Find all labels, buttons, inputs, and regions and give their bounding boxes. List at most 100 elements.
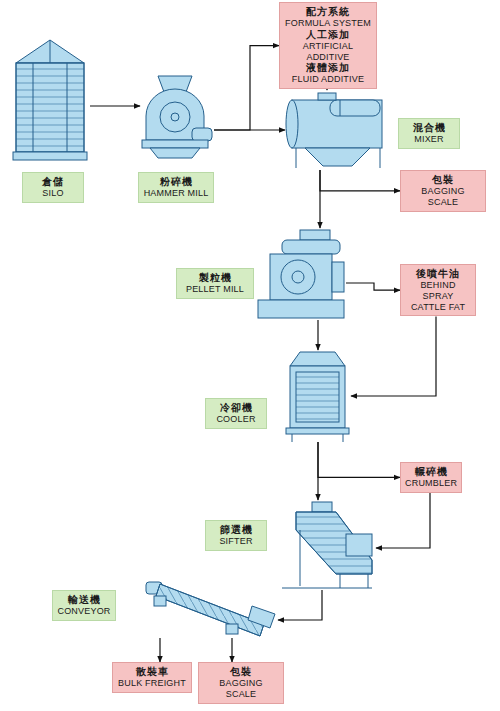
sifter-drawing xyxy=(340,574,341,588)
hammer-mill-drawing xyxy=(142,140,208,148)
pellet-mill-drawing xyxy=(258,300,344,318)
conveyor-drawing xyxy=(226,624,238,634)
chinese-label: 輾碎機 xyxy=(405,466,457,478)
chinese-label: 包裝 xyxy=(405,174,481,186)
english-label: FLUID ADDITIVE xyxy=(284,74,372,85)
mixer-drawing xyxy=(292,100,382,148)
hammer-mill-drawing xyxy=(192,128,212,141)
english-label: COOLER xyxy=(210,414,262,425)
cooler-drawing xyxy=(292,434,293,442)
chinese-label: 篩選機 xyxy=(210,524,262,536)
english-label: BULK FREIGHT xyxy=(117,678,187,689)
silo-drawing xyxy=(16,63,84,152)
flow-arrow xyxy=(90,105,140,106)
silo-drawing xyxy=(33,63,34,152)
hammer-mill-drawing xyxy=(150,148,200,158)
chinese-label: 人工添加 xyxy=(284,29,372,41)
bulk-freight-box: 散裝車BULK FREIGHT xyxy=(112,662,192,693)
silo-drawing xyxy=(50,40,51,63)
silo-drawing xyxy=(13,152,87,160)
flow-arrow xyxy=(351,316,436,396)
cooler-drawing xyxy=(290,366,345,428)
mixer-drawing xyxy=(340,100,341,116)
english-label: HAMMER MILL xyxy=(143,188,209,199)
pellet-mill-drawing xyxy=(292,271,304,283)
mixer-drawing xyxy=(305,148,370,166)
machine-illustrations xyxy=(13,40,382,636)
mixer-drawing xyxy=(286,93,382,168)
label-box: 篩選機SIFTER xyxy=(205,520,267,551)
sifter-drawing xyxy=(296,512,372,574)
conveyor-drawing xyxy=(156,584,264,636)
chinese-label: 倉儲 xyxy=(27,176,79,188)
flow-arrow xyxy=(278,590,322,620)
cooler-drawing xyxy=(286,428,349,434)
flow-arrow xyxy=(159,638,160,662)
pellet-mill-drawing xyxy=(258,230,344,318)
conveyor-drawing xyxy=(146,582,275,636)
cooler-drawing xyxy=(286,352,349,442)
english-label: CRUMBLER xyxy=(405,478,457,489)
conveyor-node: 輸送機CONVEYOR xyxy=(144,578,278,638)
mixer-drawing xyxy=(318,93,336,100)
label-box: 倉儲SILO xyxy=(22,172,84,203)
english-label: ARTIFICIAL ADDITIVE xyxy=(284,41,372,63)
flow-arrow xyxy=(376,493,430,548)
bagging-scale-box: 包裝BAGGING SCALE xyxy=(198,662,284,704)
hammer-mill-drawing xyxy=(160,102,190,132)
sifter-drawing xyxy=(282,588,372,589)
conveyor-drawing xyxy=(154,596,166,606)
sifter-drawing xyxy=(346,534,372,556)
label-box: 混合機MIXER xyxy=(398,118,460,149)
english-label: SILO xyxy=(27,188,79,199)
pellet-mill-drawing xyxy=(282,240,340,254)
pellet-mill-drawing xyxy=(270,254,332,300)
pellet-mill-node: 製粒機PELLET MILL xyxy=(256,228,346,320)
flow-arrow xyxy=(214,46,279,130)
label-box: 冷卻機COOLER xyxy=(205,398,267,429)
silo-node: 倉儲SILO xyxy=(12,38,90,162)
chinese-label: 液體添加 xyxy=(284,62,372,74)
silo-drawing xyxy=(67,63,68,152)
flow-arrow xyxy=(231,638,232,662)
conveyor-drawing xyxy=(248,606,275,628)
hammer-mill-drawing xyxy=(171,113,179,121)
chinese-label: 冷卻機 xyxy=(210,402,262,414)
bagging-scale-box: 包裝BAGGING SCALE xyxy=(400,170,486,212)
flow-arrow xyxy=(346,283,400,290)
label-box: 輸送機CONVEYOR xyxy=(52,590,116,621)
english-label: BAGGING SCALE xyxy=(203,678,279,700)
silo-drawing xyxy=(16,40,84,63)
sifter-node: 篩選機SIFTER xyxy=(280,500,376,590)
sifter-drawing xyxy=(296,512,372,574)
chinese-label: 配方系統 xyxy=(284,6,372,18)
mixer-node: 混合機MIXER xyxy=(285,90,385,170)
cooler-drawing xyxy=(290,352,345,366)
silo-drawing xyxy=(16,63,84,152)
chinese-label: 輸送機 xyxy=(57,594,111,606)
formula-box: 配方系統FORMULA SYSTEM人工添加ARTIFICIAL ADDITIV… xyxy=(279,2,377,89)
english-label: SIFTER xyxy=(210,536,262,547)
cooler-drawing xyxy=(343,434,344,442)
sifter-drawing xyxy=(368,574,369,588)
connector-group xyxy=(90,46,436,662)
chinese-label: 包裝 xyxy=(203,666,279,678)
mixer-drawing xyxy=(380,148,381,168)
pellet-mill-drawing xyxy=(281,260,315,294)
chinese-label: 混合機 xyxy=(403,122,455,134)
conveyor-drawing xyxy=(156,584,264,636)
english-label: BEHIND SPRAY CATTLE FAT xyxy=(405,280,471,312)
pellet-mill-drawing xyxy=(300,230,330,240)
english-label: CONVEYOR xyxy=(57,606,111,617)
sifter-drawing xyxy=(300,530,301,586)
sifter-drawing xyxy=(282,502,372,588)
flow-arrow xyxy=(318,442,400,477)
cooler-node: 冷卻機COOLER xyxy=(285,350,351,442)
english-label: PELLET MILL xyxy=(181,284,249,295)
flow-arrow xyxy=(317,320,318,350)
english-label: FORMULA SYSTEM xyxy=(284,18,372,29)
flow-arrow xyxy=(317,442,318,500)
chinese-label: 後噴牛油 xyxy=(405,268,471,280)
